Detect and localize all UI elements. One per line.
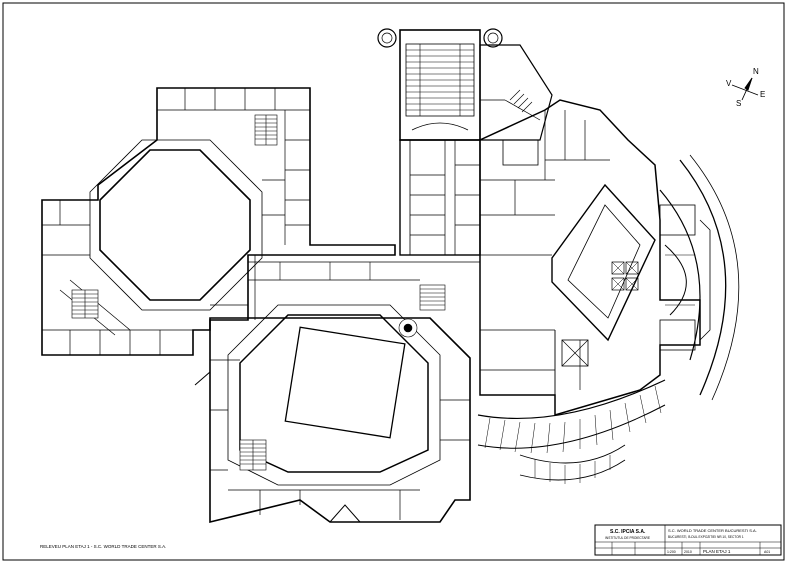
title-sheet-title: PLAN ETAJ 1 [703, 549, 731, 554]
title-scale: 1:200 [667, 550, 676, 554]
north-compass [731, 77, 759, 101]
stair-top-annex [509, 89, 533, 113]
stair-left-upper [254, 114, 278, 146]
title-project-line2: BUCURESTI, B-DUL EXPOZITIEI NR.10, SECTO… [668, 535, 744, 539]
compass-letter-n: N [753, 67, 759, 76]
stair-left-lower [71, 289, 99, 319]
title-project-line1: S.C. WORLD TRADE CENTER BUCURESTI S.A. [668, 528, 757, 533]
compass-letter-v: V [726, 79, 732, 88]
title-block [594, 524, 782, 556]
title-date: 2010 [684, 550, 692, 554]
title-company-sub: INSTITUTUL DE PROIECTARE [605, 536, 650, 540]
stair-central-lower [239, 439, 267, 471]
top-auditorium-block [377, 28, 553, 166]
title-company: S.C. IPCIA S.A. [610, 529, 646, 535]
stair-central-upper [398, 284, 446, 338]
right-wing [479, 99, 740, 417]
compass-letter-e: E [760, 90, 765, 99]
curved-canopy [477, 379, 666, 484]
drawing-note: RELEVEU PLAN ETAJ 1 - S.C. WORLD TRADE C… [40, 544, 166, 549]
title-sheet-no: A01 [764, 550, 770, 554]
central-octagon-hall [194, 304, 471, 524]
compass-letter-s: S [736, 99, 741, 108]
